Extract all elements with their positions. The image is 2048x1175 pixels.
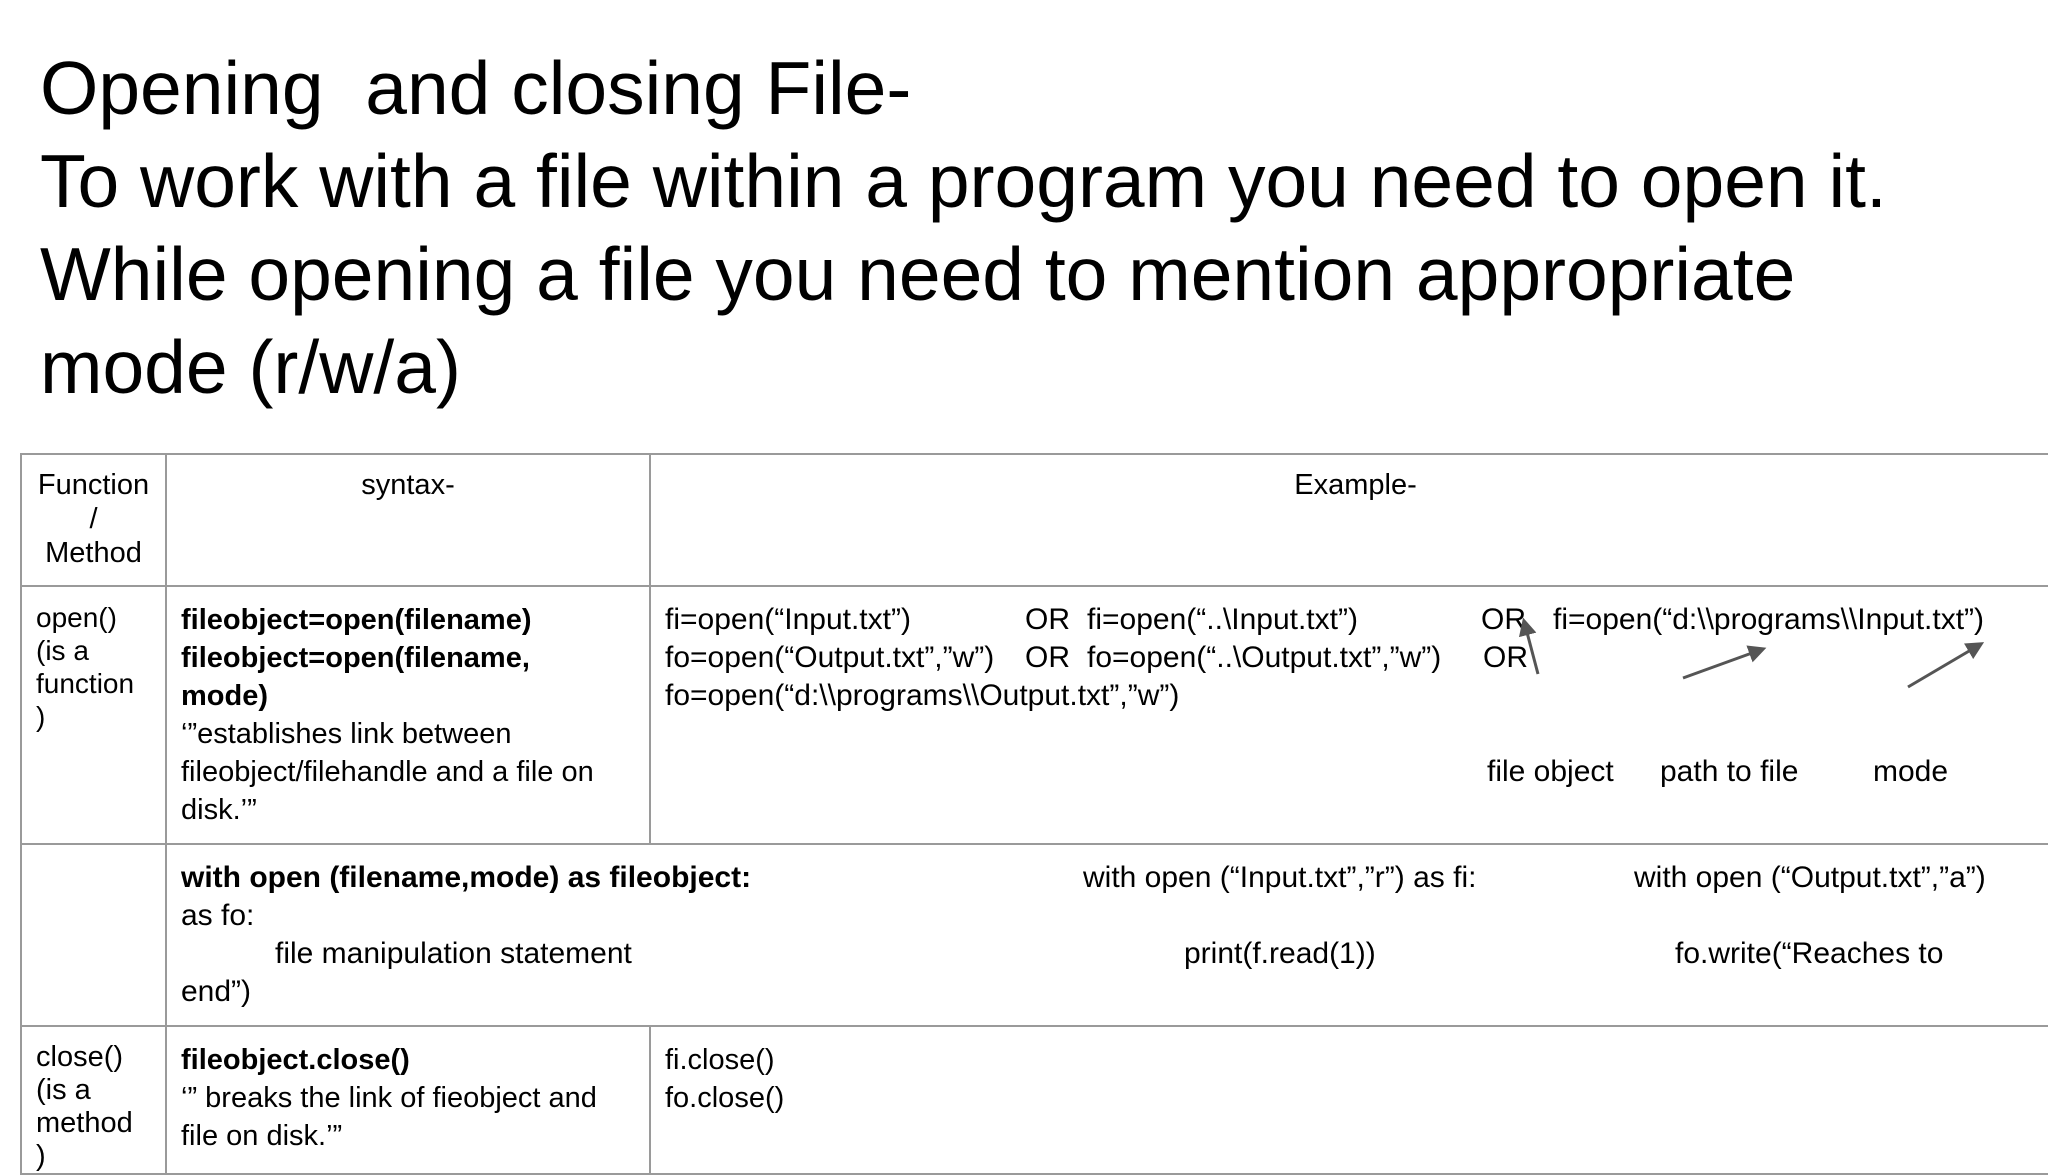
with-example-mid-1: with open (“Input.txt”,”r”) as fi: xyxy=(1083,861,1477,894)
open-example-1-or-2: OR xyxy=(1481,603,1526,636)
open-syntax-cell: fileobject=open(filename) fileobject=ope… xyxy=(165,585,651,845)
table-row-open: open() (is a function ) fileobject=open(… xyxy=(20,585,2048,845)
heading-line-4: mode (r/w/a) xyxy=(40,325,461,409)
open-syntax-2: fileobject=open(filename, mode) xyxy=(181,642,530,712)
close-function-cell: close() (is a method ) xyxy=(20,1025,167,1175)
open-example-3: fo=open(“d:\\programs\\Output.txt”,”w”) xyxy=(665,679,1180,712)
open-example-cell: fi=open(“Input.txt”) OR fi=open(“..\Inpu… xyxy=(649,585,2048,845)
open-syntax-1: fileobject=open(filename) xyxy=(181,604,532,636)
with-syntax-bold: with open (filename,mode) as fileobject: xyxy=(181,861,752,894)
with-syntax-line-4: end”) xyxy=(181,975,252,1008)
open-example-2b: fo=open(“..\Output.txt”,”w”) xyxy=(1087,641,1442,674)
heading-line-3: While opening a file you need to mention… xyxy=(40,232,1796,316)
with-syntax-line-3: file manipulation statement xyxy=(275,937,632,970)
open-example-1c: fi=open(“d:\\programs\\Input.txt”) xyxy=(1553,603,1985,636)
with-syntax-line-2: as fo: xyxy=(181,899,255,932)
annotation-arrows xyxy=(1518,617,1985,689)
header-syntax-cell: syntax- xyxy=(165,453,651,587)
arrow-mode xyxy=(1907,642,1985,689)
with-row-cell: with open (filename,mode) as fileobject:… xyxy=(20,843,2048,1027)
open-example-1a: fi=open(“Input.txt”) xyxy=(665,603,911,636)
header-example: Example- xyxy=(1294,469,1417,501)
open-example-1b: fi=open(“..\Input.txt”) xyxy=(1087,603,1358,636)
with-function-cell xyxy=(23,846,167,1024)
with-example-right-2: fo.write(“Reaches to xyxy=(1675,937,1944,970)
arrow-file-object xyxy=(1518,617,1540,675)
with-example-mid-2: print(f.read(1)) xyxy=(1184,937,1376,970)
slide-heading: Opening and closing File- To work with a… xyxy=(40,42,2030,414)
arrow-path-to-file xyxy=(1682,645,1767,680)
open-example-2a: fo=open(“Output.txt”,”w”) xyxy=(665,641,995,674)
open-example-1-or-1: OR xyxy=(1025,603,1070,636)
table-header-row: Function / Method syntax- Example- xyxy=(20,453,2048,587)
header-function-cell: Function / Method xyxy=(20,453,167,587)
label-mode: mode xyxy=(1873,755,1949,788)
file-functions-table: Function / Method syntax- Example- open(… xyxy=(20,453,2048,1175)
open-syntax-note: ‘”establishes link between fileobject/fi… xyxy=(181,718,594,826)
open-example-2-or-2: OR xyxy=(1483,641,1528,674)
close-syntax-cell: fileobject.close() ‘” breaks the link of… xyxy=(165,1025,651,1175)
open-function-label: open() (is a function ) xyxy=(36,602,135,732)
table-row-close: close() (is a method ) fileobject.close(… xyxy=(20,1025,2048,1175)
close-example-2: fo.close() xyxy=(665,1082,785,1114)
with-example-right-1: with open (“Output.txt”,”a”) xyxy=(1634,861,1986,894)
header-syntax: syntax- xyxy=(361,469,455,501)
header-function: Function / Method xyxy=(37,469,150,569)
heading-line-1: Opening and closing File- xyxy=(40,46,912,130)
header-example-cell: Example- xyxy=(649,453,2048,587)
close-function-label: close() (is a method ) xyxy=(36,1041,133,1172)
table-row-with: with open (filename,mode) as fileobject:… xyxy=(20,843,2048,1027)
close-example-cell: fi.close() fo.close() xyxy=(649,1025,2048,1175)
open-example-2-or-1: OR xyxy=(1025,641,1070,674)
close-syntax-bold: fileobject.close() xyxy=(181,1044,410,1076)
open-function-cell: open() (is a function ) xyxy=(20,585,167,845)
close-syntax-note: ‘” breaks the link of fieobject and file… xyxy=(181,1082,597,1152)
label-path-to-file: path to file xyxy=(1660,755,1799,788)
heading-line-2: To work with a file within a program you… xyxy=(40,139,1887,223)
label-file-object: file object xyxy=(1487,755,1614,788)
close-example-1: fi.close() xyxy=(665,1044,775,1076)
